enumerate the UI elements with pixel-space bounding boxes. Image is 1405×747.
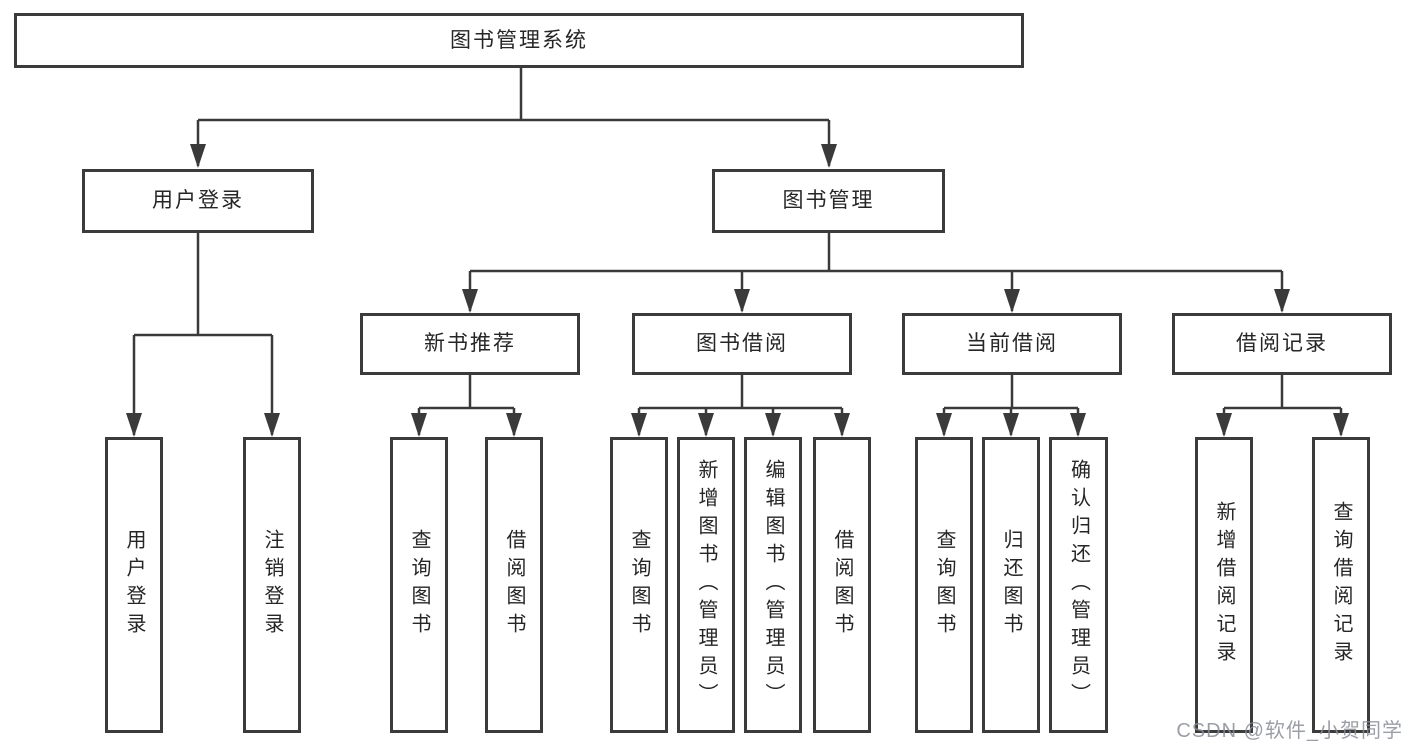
node-rec-borrow-book: 借阅图书 (485, 437, 543, 733)
node-book-borrow: 图书借阅 (632, 313, 852, 375)
node-logout-action: 注销登录 (243, 437, 301, 733)
arrowhead (1070, 413, 1086, 437)
node-bb-borrow-book: 借阅图书 (813, 437, 871, 733)
node-rec-query-book: 查询图书 (390, 437, 448, 733)
node-user-login: 用户登录 (82, 169, 314, 233)
node-book-mgmt: 图书管理 (712, 169, 945, 233)
arrowhead (264, 413, 280, 437)
node-br-add-record: 新增借阅记录 (1195, 437, 1253, 733)
arrowhead (126, 413, 142, 437)
node-new-book-rec: 新书推荐 (360, 313, 580, 375)
arrowhead (631, 413, 647, 437)
arrowhead (462, 289, 478, 313)
node-bb-edit-book: 编辑图书（管理员） (744, 437, 802, 733)
node-bb-query-book: 查询图书 (610, 437, 668, 733)
arrowhead (1004, 289, 1020, 313)
node-cb-query-book: 查询图书 (915, 437, 973, 733)
node-br-query-record: 查询借阅记录 (1312, 437, 1370, 733)
arrowhead (1003, 413, 1019, 437)
arrowhead (821, 144, 837, 168)
node-cb-return-book: 归还图书 (982, 437, 1040, 733)
arrowhead (1274, 289, 1290, 313)
node-bb-add-book: 新增图书（管理员） (677, 437, 735, 733)
node-login-action: 用户登录 (105, 437, 163, 733)
arrowhead (936, 413, 952, 437)
node-borrow-record: 借阅记录 (1172, 313, 1392, 375)
arrowhead (1216, 413, 1232, 437)
csdn-watermark: CSDN @软件_小贺同学 (1176, 720, 1403, 742)
node-current-borrow: 当前借阅 (902, 313, 1122, 375)
arrowhead (1333, 413, 1349, 437)
arrowheads (126, 144, 1349, 437)
arrowhead (834, 413, 850, 437)
node-cb-confirm-return: 确认归还（管理员） (1049, 437, 1108, 733)
arrowhead (506, 413, 522, 437)
tree-edges (132, 68, 1343, 435)
node-root: 图书管理系统 (14, 13, 1024, 68)
arrowhead (698, 413, 714, 437)
arrowhead (190, 144, 206, 168)
arrowhead (765, 413, 781, 437)
arrowhead (411, 413, 427, 437)
arrowhead (734, 289, 750, 313)
